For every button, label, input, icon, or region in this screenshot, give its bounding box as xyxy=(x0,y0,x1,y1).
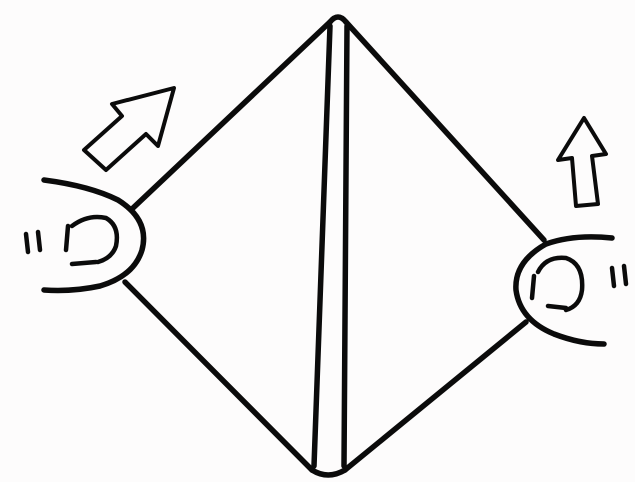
right-ear xyxy=(516,237,626,344)
right-arrow-icon xyxy=(558,118,606,206)
left-arrow-icon xyxy=(84,88,174,170)
center-fold-right-line xyxy=(344,26,347,466)
diamond-lower-right-edge xyxy=(345,322,526,470)
right-tick-mark-1 xyxy=(612,268,614,286)
diamond-lower-left-edge xyxy=(125,282,312,470)
right-ear-inner-dash xyxy=(548,306,566,308)
diamond-shape xyxy=(125,17,544,475)
right-ear-inner-curve xyxy=(538,258,582,310)
left-tick-mark-1 xyxy=(26,234,28,252)
diamond-bottom-cap xyxy=(312,470,345,475)
left-ear xyxy=(26,180,144,291)
right-ear-inner-stroke xyxy=(532,276,534,298)
diamond-upper-left-edge xyxy=(133,22,330,208)
right-ear-outer-curve xyxy=(516,237,612,344)
left-ear-inner-curve xyxy=(72,217,117,262)
diamond-top-cap xyxy=(330,17,346,22)
center-fold-left-line xyxy=(314,26,330,466)
left-ear-outer-curve xyxy=(44,180,144,291)
left-ear-inner-dash xyxy=(72,262,96,264)
left-tick-mark-2 xyxy=(38,232,40,250)
left-ear-inner-stroke xyxy=(66,226,68,250)
right-tick-mark-2 xyxy=(624,266,626,284)
left-arrow-outline xyxy=(84,88,174,170)
diamond-upper-right-edge xyxy=(346,22,544,240)
center-fold xyxy=(314,26,347,466)
right-arrow-outline xyxy=(558,118,606,206)
